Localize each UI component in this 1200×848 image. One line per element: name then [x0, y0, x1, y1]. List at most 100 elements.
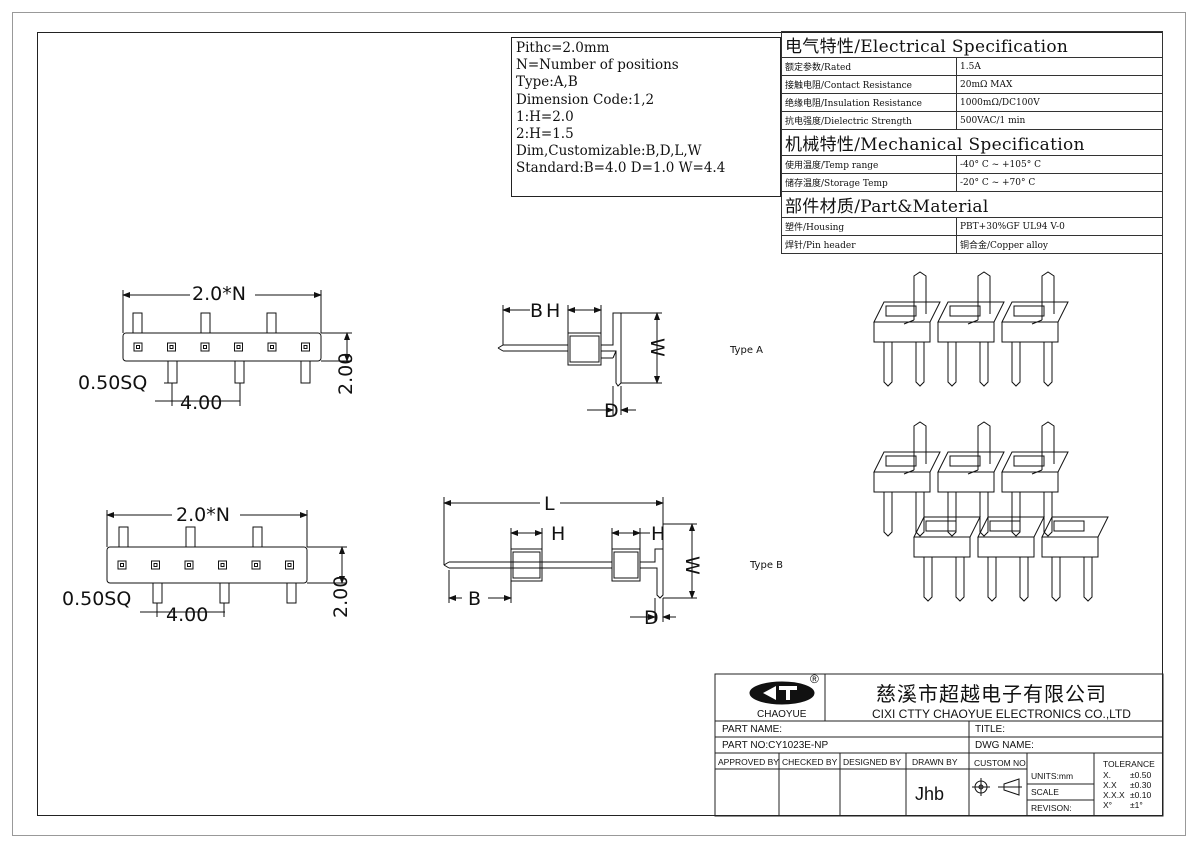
dim-height-top: 2.00 [335, 352, 357, 395]
pin [915, 342, 925, 387]
housing-front [873, 322, 931, 343]
housing-top [1001, 451, 1069, 473]
pin-square-inner [220, 563, 225, 567]
housing-front [873, 472, 931, 493]
pin [1043, 342, 1053, 387]
note-line: N=Number of positions [516, 57, 679, 74]
registered-mark: ® [810, 672, 819, 686]
notes-box: Pithc=2.0mm N=Number of positions Type:A… [511, 37, 781, 197]
housing-front [1001, 322, 1059, 343]
dim-h-left-type-b: H [551, 523, 566, 545]
housing-front [937, 322, 995, 343]
housing-top [873, 301, 941, 323]
pin [947, 342, 957, 387]
pin [955, 557, 965, 602]
dwg-name-label: DWG NAME: [975, 740, 1034, 751]
tolerance-key: X.X [1103, 780, 1117, 790]
housing-slot [949, 305, 981, 317]
pin [915, 492, 925, 537]
drawn-by-name: Jhb [915, 784, 945, 804]
housing-front [1041, 537, 1099, 558]
note-line: Dimension Code:1,2 [516, 91, 655, 108]
custom-no-label: CUSTOM NO: [974, 758, 1029, 768]
side-view-type-a [497, 305, 662, 415]
tolerance-value: ±1° [1130, 800, 1143, 810]
bent-pin [1041, 271, 1055, 320]
mechanical-spec-title: 机械特性/Mechanical Specification [781, 129, 1163, 156]
units-label: UNITS:mm [1031, 771, 1074, 781]
pin-square-inner [169, 345, 174, 349]
housing-slot [1013, 455, 1045, 467]
pin-square-inner [187, 563, 191, 567]
company-name-cn: 慈溪市超越电子有限公司 [876, 682, 1107, 706]
part-name-label: PART NAME: [722, 724, 783, 735]
tolerance-key: X° [1103, 800, 1113, 810]
pin [1083, 557, 1093, 602]
dim-sq-top: 0.50SQ [78, 372, 148, 394]
dim-pitch-n-top: 2.0*N [192, 283, 246, 305]
housing-slot [885, 455, 917, 467]
front-view-dim1 [122, 290, 352, 406]
bent-pin-edge [967, 469, 979, 475]
housing-slot [1053, 520, 1085, 532]
housing-slot [1013, 305, 1045, 317]
pin [987, 557, 997, 602]
pin-square [167, 342, 176, 352]
dim-height-bottom: 2.00 [330, 575, 352, 618]
dim-l-type-b: L [544, 493, 555, 515]
housing-front [913, 537, 971, 558]
dim-d-type-a: D [604, 400, 619, 422]
housing-front [937, 472, 995, 493]
pin-square [184, 560, 194, 570]
pin-square-inner [136, 345, 140, 349]
projection-symbol [972, 778, 1022, 796]
note-line: Standard:B=4.0 D=1.0 W=4.4 [516, 160, 726, 177]
housing-top [1041, 516, 1109, 538]
spec-value: 铜合金/Copper alloy [956, 235, 1163, 254]
housing-slot [885, 305, 917, 317]
note-line: Pithc=2.0mm [516, 40, 610, 56]
dim-w-type-a: W [646, 338, 668, 357]
tolerance-value: ±0.50 [1130, 770, 1152, 780]
housing-top [977, 516, 1045, 538]
bent-pin-edge [1031, 469, 1043, 475]
designed-by-label: DESIGNED BY [843, 757, 902, 767]
bent-pin [913, 271, 927, 320]
title-label: TITLE: [975, 724, 1006, 735]
pin-square-inner [254, 563, 258, 567]
type-a-label: Type A [730, 345, 763, 356]
housing-front [977, 537, 1035, 558]
pin-square-inner [270, 345, 274, 349]
part-no-label: PART NO:CY1023E-NP [722, 740, 829, 751]
pin-square-inner [303, 345, 308, 349]
pin [979, 342, 989, 387]
pin [1043, 492, 1053, 537]
logo-text: CHAOYUE [757, 709, 807, 720]
note-line: 1:H=2.0 [516, 108, 574, 125]
dim-b-type-b: B [468, 588, 482, 610]
front-view-dim2 [106, 510, 347, 617]
pin-square [301, 342, 310, 352]
housing-slot [989, 520, 1021, 532]
pin-square-inner [120, 563, 124, 567]
bent-pin-edge [903, 319, 915, 325]
pin-square [218, 560, 227, 570]
pin-square [267, 342, 277, 352]
pin-square [151, 560, 160, 570]
spec-name: 焊针/Pin header [781, 235, 957, 254]
pin [947, 492, 957, 537]
tolerance-key: X. [1103, 770, 1112, 780]
checked-by-label: CHECKED BY [782, 757, 838, 767]
pin-square-inner [153, 563, 158, 567]
dim-d-type-b: D [644, 607, 659, 629]
isometric-type-a [873, 271, 1069, 387]
pin-square-inner [287, 563, 292, 567]
housing-slot [925, 520, 957, 532]
type-b-label: Type B [750, 560, 784, 571]
tolerance-value: ±0.10 [1130, 790, 1152, 800]
note-line: 2:H=1.5 [516, 126, 574, 143]
tolerance-title: TOLERANCE [1103, 759, 1155, 769]
pin [883, 342, 893, 387]
dim-b-type-a: B [530, 300, 544, 322]
